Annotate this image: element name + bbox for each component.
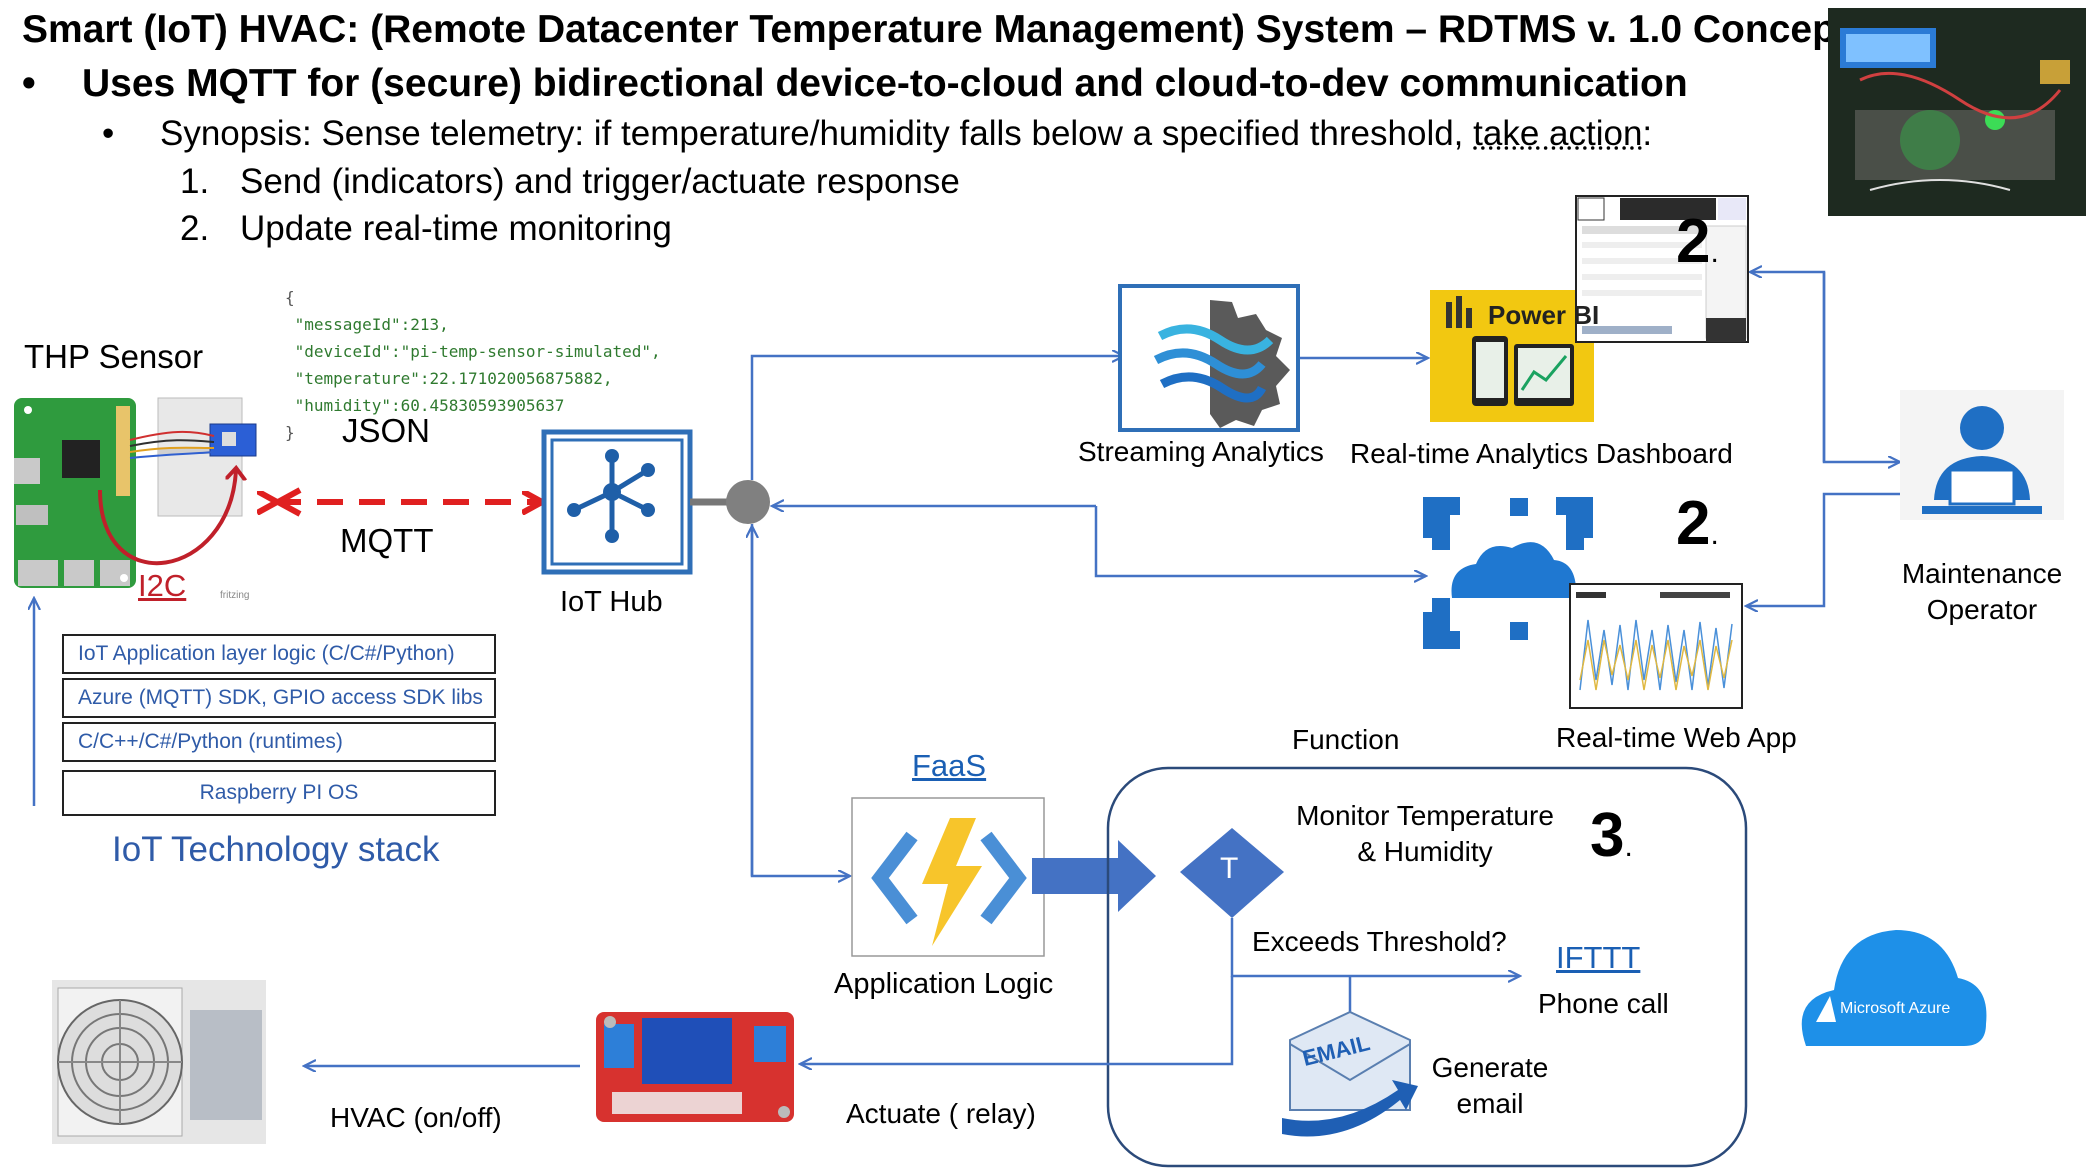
azure-functions-icon[interactable]: [851, 797, 1045, 957]
app-logic-label: Application Logic: [834, 968, 1054, 1000]
decision-diamond[interactable]: [1180, 828, 1284, 918]
step-1-text: Send (indicators) and trigger/actuate re…: [240, 162, 960, 201]
i2c-curve-arrow: [98, 470, 236, 566]
generate-email-line-2: email: [1456, 1088, 1524, 1119]
json-line-2: "deviceId":"pi-temp-sensor-simulated",: [294, 342, 661, 361]
hvac-label: HVAC (on/off): [330, 1102, 502, 1133]
powerbi-tile[interactable]: [1430, 290, 1594, 422]
streaming-analytics-icon[interactable]: [1118, 284, 1300, 432]
json-sample: { "messageId":213, "deviceId":"pi-temp-s…: [285, 284, 661, 446]
streaming-analytics-label: Streaming Analytics: [1078, 436, 1324, 467]
hub-junction: [726, 480, 770, 524]
operator-line-2: Operator: [1926, 594, 2038, 625]
actuate-relay-label: Actuate ( relay): [846, 1098, 1036, 1129]
marker-2-webapp: 2.: [1676, 488, 1719, 559]
step-2: 2. Update real-time monitoring: [180, 209, 672, 249]
marker-3-dot: .: [1624, 830, 1633, 863]
step-1-num: 1.: [180, 162, 210, 201]
arrow-operator-from-dashboard: [1822, 272, 1900, 462]
thp-sensor-chip: [129, 423, 257, 459]
page-title: Smart (IoT) HVAC: (Remote Datacenter Tem…: [22, 8, 1849, 51]
ifttt-link[interactable]: IFTTT: [1556, 940, 1641, 975]
synopsis-text: Synopsis: Sense telemetry: if temperatur…: [160, 114, 1474, 153]
operator-label: Maintenance Operator: [1892, 556, 2072, 628]
stack-item-sdk: Azure (MQTT) SDK, GPIO access SDK libs: [62, 678, 496, 718]
stack-title: IoT Technology stack: [112, 830, 440, 869]
iot-hub-icon[interactable]: [541, 429, 693, 575]
arrow-operator-to-dashboard: [1750, 272, 1826, 462]
powerbi-label: Power BI: [1488, 300, 1600, 330]
marker-2b-dot: .: [1710, 518, 1719, 551]
faas-to-function-arrow: [1032, 840, 1156, 912]
json-line-3: "temperature":22.171020056875882,: [294, 369, 613, 388]
function-box: [1106, 766, 1748, 1168]
marker-2b-num: 2: [1676, 489, 1711, 558]
breadboard: [157, 397, 243, 517]
generate-email-label: Generate email: [1420, 1050, 1560, 1122]
arrow-to-faas: [750, 524, 850, 876]
hvac-unit: [52, 980, 266, 1144]
web-app-icon[interactable]: [1423, 497, 1593, 649]
webapp-label: Real-time Web App: [1556, 722, 1797, 753]
mqtt-arrow-left-head: [276, 487, 302, 517]
operator-line-1: Maintenance: [1901, 558, 2063, 589]
sub-bullet-dot: •: [102, 114, 115, 153]
step-2-num: 2.: [180, 209, 210, 248]
marker-3-num: 3: [1590, 801, 1625, 870]
phone-call-label: Phone call: [1538, 988, 1669, 1019]
azure-cloud-logo: [1801, 930, 1987, 1046]
bullet-mqtt: • Uses MQTT for (secure) bidirectional de…: [22, 62, 1688, 106]
maintenance-operator-icon[interactable]: [1900, 390, 2064, 520]
breadboard-photo: [1828, 8, 2086, 216]
monitor-line-2: & Humidity: [1357, 836, 1493, 867]
email-icon: [1282, 1010, 1418, 1137]
bullet-mqtt-text: Uses MQTT for (secure) bidirectional dev…: [82, 62, 1688, 105]
arrow-to-relay: [800, 976, 1234, 1064]
synopsis: • Synopsis: Sense telemetry: if temperatu…: [102, 114, 1652, 154]
azure-logo-text: Microsoft Azure: [1840, 1000, 1951, 1017]
marker-2-dashboard: 2.: [1676, 206, 1719, 277]
webapp-screenshot[interactable]: [1569, 583, 1743, 709]
json-line-1: "messageId":213,: [294, 315, 449, 334]
take-action-link[interactable]: take action: [1473, 114, 1643, 153]
stack-item-app-logic: IoT Application layer logic (C/C#/Python…: [62, 634, 496, 674]
decision-label: T: [1220, 852, 1239, 885]
function-label: Function: [1292, 724, 1400, 755]
fritzing-label: fritzing: [220, 590, 250, 601]
i2c-label: I2C: [138, 568, 187, 603]
stack-item-os: Raspberry PI OS: [62, 770, 496, 816]
generate-email-line-1: Generate: [1431, 1052, 1549, 1083]
json-label: JSON: [342, 412, 431, 449]
faas-link[interactable]: FaaS: [912, 748, 987, 783]
json-close: }: [285, 423, 295, 442]
step-2-text: Update real-time monitoring: [240, 209, 672, 248]
arrow-webapp-to-hub: [1094, 506, 1426, 576]
monitor-line-1: Monitor Temperature: [1296, 800, 1554, 831]
step-1: 1. Send (indicators) and trigger/actuate …: [180, 162, 960, 202]
bullet-dot: •: [22, 62, 36, 105]
dashboard-label: Real-time Analytics Dashboard: [1350, 438, 1733, 469]
marker-3: 3.: [1590, 800, 1633, 871]
monitor-label: Monitor Temperature & Humidity: [1282, 798, 1568, 870]
relay-module: [596, 1012, 794, 1122]
arrow-operator-to-webapp: [1746, 492, 1900, 606]
json-open: {: [285, 288, 295, 307]
thp-sensor-label: THP Sensor: [24, 338, 204, 375]
iot-hub-label: IoT Hub: [560, 586, 663, 618]
json-line-4: "humidity":60.45830593905637: [294, 396, 565, 415]
marker-2a-dot: .: [1710, 236, 1719, 269]
marker-2a-num: 2: [1676, 207, 1711, 276]
exceeds-threshold-label: Exceeds Threshold?: [1252, 926, 1507, 957]
dashboard-screenshot[interactable]: [1575, 195, 1749, 343]
synopsis-colon: :: [1642, 114, 1653, 153]
mqtt-label: MQTT: [340, 522, 434, 559]
stack-item-runtimes: C/C++/C#/Python (runtimes): [62, 722, 496, 762]
raspberry-pi-board: [14, 398, 136, 588]
arrow-to-streaming: [750, 356, 1124, 480]
